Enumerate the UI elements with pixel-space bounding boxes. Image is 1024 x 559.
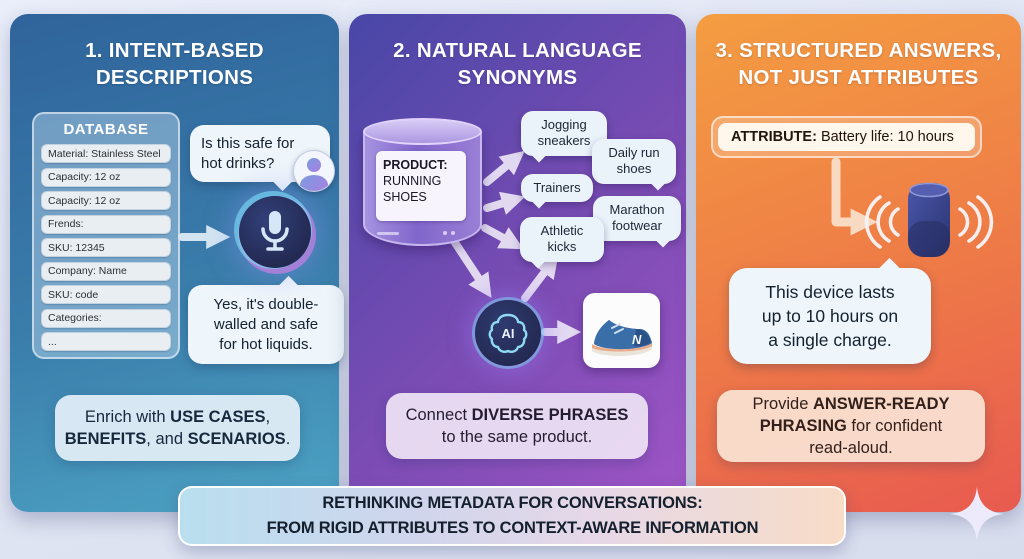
- banner-text: RETHINKING METADATA FOR CONVERSATIONS: F…: [266, 493, 758, 537]
- database-row: Capacity: 12 oz: [41, 191, 171, 210]
- database-row: Material: Stainless Steel: [41, 144, 171, 163]
- synonym-bubble: Athletic kicks: [520, 217, 604, 262]
- bottom-banner: RETHINKING METADATA FOR CONVERSATIONS: F…: [178, 486, 846, 546]
- database-row: Frends:: [41, 214, 171, 234]
- panel-natural-language-synonyms: 2. NATURAL LANGUAGE SYNONYMS PRODUCT:: [349, 14, 686, 512]
- panel-2-caption: Connect DIVERSE PHRASES to the same prod…: [386, 393, 648, 459]
- product-label: PRODUCT: RUNNING SHOES: [376, 151, 466, 221]
- synonym-bubble: Marathon footwear: [593, 196, 681, 241]
- panel-structured-answers: 3. STRUCTURED ANSWERS, NOT JUST ATTRIBUT…: [696, 14, 1021, 512]
- smart-speaker-icon: [864, 182, 994, 257]
- panel-3-title: 3. STRUCTURED ANSWERS, NOT JUST ATTRIBUT…: [715, 39, 1002, 89]
- database-box: DATABASE Material: Stainless Steel Capac…: [32, 112, 180, 359]
- panel-1-title: 1. INTENT-BASED DESCRIPTIONS: [85, 39, 264, 89]
- panel-2-title: 2. NATURAL LANGUAGE SYNONYMS: [393, 39, 642, 89]
- device-answer-bubble: This device lasts up to 10 hours on a si…: [729, 268, 931, 365]
- product-database-cylinder-icon: PRODUCT: RUNNING SHOES: [363, 118, 482, 246]
- panel-1-caption: Enrich with USE CASES, BENEFITS, and SCE…: [55, 395, 300, 461]
- synonym-bubble: Daily run shoes: [592, 139, 676, 184]
- database-row: Capacity: 12 oz: [41, 167, 171, 187]
- database-row: SKU: 12345: [41, 238, 171, 257]
- svg-text:AI: AI: [502, 326, 515, 341]
- database-row: SKU: code: [41, 285, 171, 304]
- sound-waves-icon: [864, 195, 994, 249]
- attribute-box: ATTRIBUTE: Battery life: 10 hours: [711, 116, 982, 158]
- sparkle-icon: [950, 487, 1004, 541]
- answer-bubble: Yes, it's double- walled and safe for ho…: [188, 285, 344, 365]
- database-row: ...: [41, 332, 171, 351]
- database-row: Categories:: [41, 308, 171, 328]
- running-shoe-image: N: [583, 293, 660, 368]
- user-avatar-icon: [293, 150, 335, 192]
- synonym-bubble: Trainers: [521, 174, 593, 203]
- panel-intent-based-descriptions: 1. INTENT-BASED DESCRIPTIONS DATABASE Ma…: [10, 14, 344, 512]
- cylinder-detail-dots: [443, 231, 447, 235]
- database-row: Company: Name: [41, 261, 171, 281]
- microphone-icon: [239, 196, 311, 268]
- cylinder-detail-dash: [377, 232, 399, 235]
- attribute-text: ATTRIBUTE: Battery life: 10 hours: [718, 123, 975, 151]
- panel-3-caption: Provide ANSWER-READY PHRASING for confid…: [717, 390, 985, 462]
- svg-text:N: N: [632, 332, 642, 347]
- ai-brain-icon: AI: [475, 300, 541, 366]
- database-title: DATABASE: [63, 121, 149, 138]
